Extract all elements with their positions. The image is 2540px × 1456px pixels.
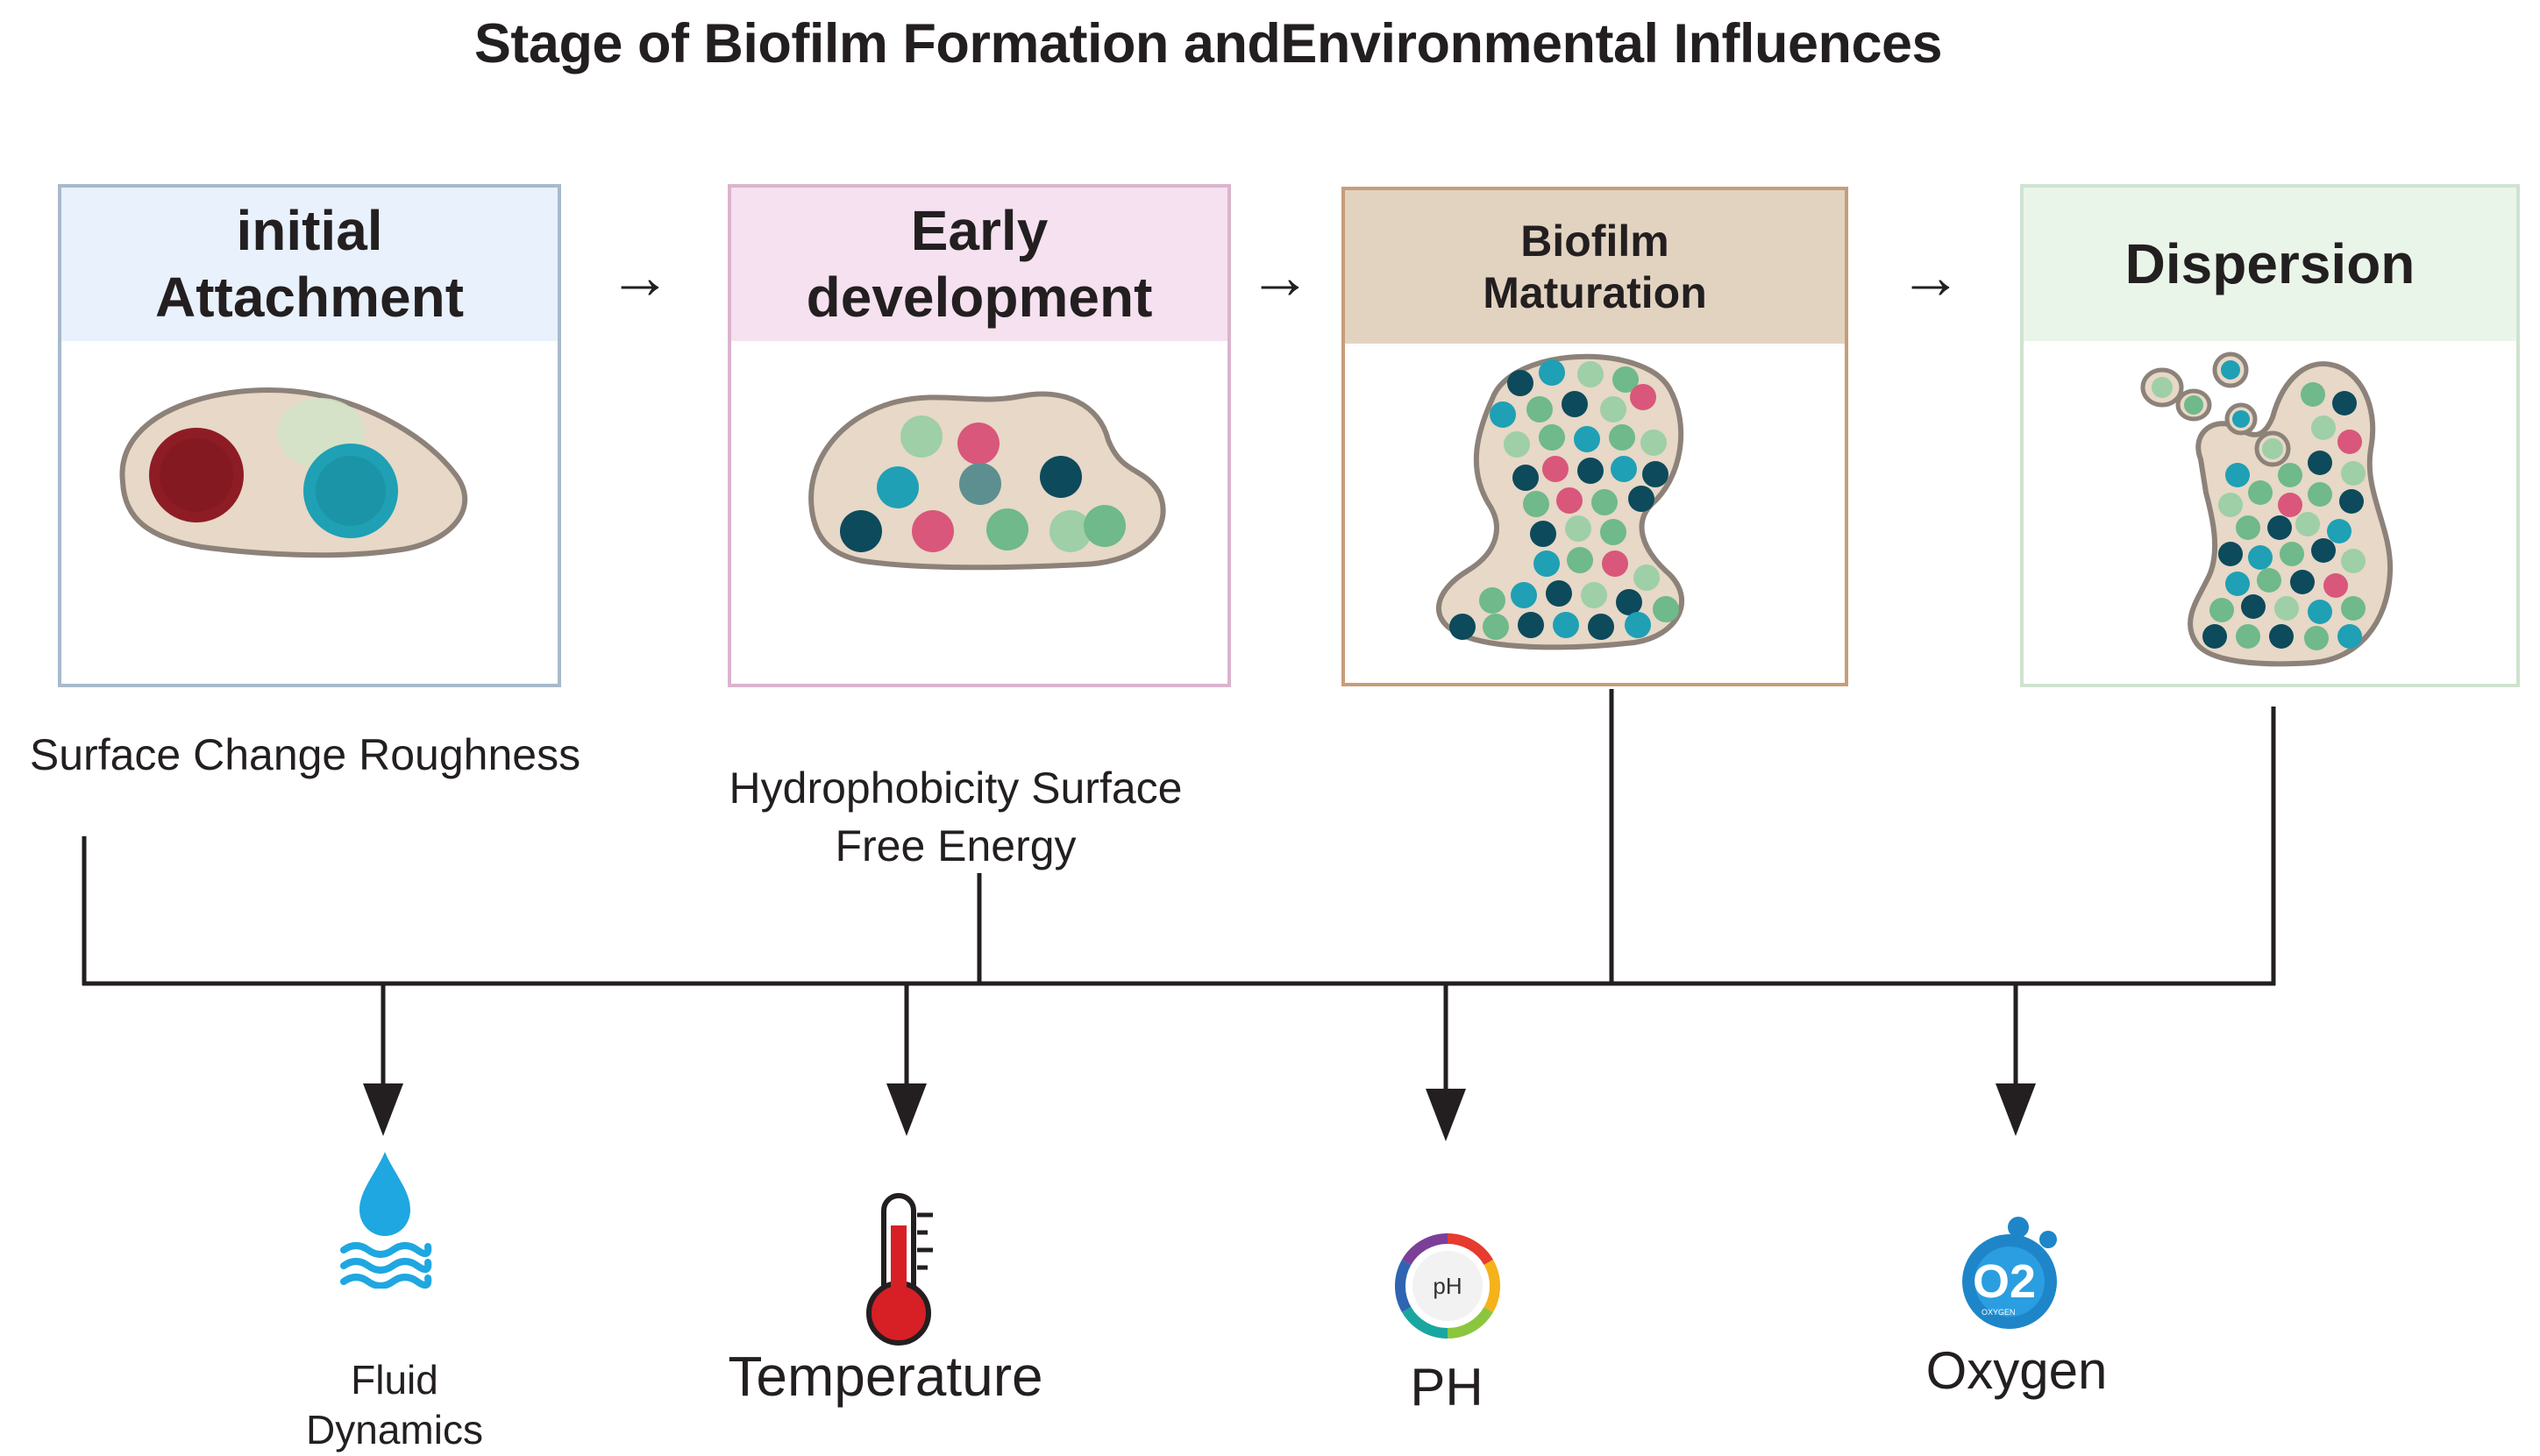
svg-text:pH: pH [1433,1273,1462,1299]
svg-text:O2: O2 [1973,1255,2036,1308]
stage-label: Dispersion [2124,231,2415,295]
stage-label: initial Attachment [154,198,465,329]
stage-dispersion: Dispersion [2020,184,2520,687]
diagram-title: Stage of Biofilm Formation andEnvironmen… [473,13,1943,75]
arrow-head-fluid [363,1083,403,1136]
water-drop-waves-icon [340,1152,432,1289]
stage-label: Early development [806,198,1153,329]
stage-header: Dispersion [2024,188,2516,344]
factor-label-oxygen: Oxygen [1925,1341,2108,1400]
stage-illustration [2024,344,2516,684]
factor-label-fluid-dynamics: Fluid Dynamics [306,1356,483,1453]
factor-label-temperature: Temperature [728,1345,1043,1408]
stage-label: Biofilm Maturation [1483,216,1707,317]
svg-text:OXYGEN: OXYGEN [1981,1308,2016,1317]
arrow-head-temperature [886,1083,927,1136]
flow-arrow-2: → [1249,242,1312,312]
flow-arrow-1: → [608,242,672,312]
arrow-head-ph [1426,1089,1466,1141]
stage-illustration [731,344,1227,684]
stage-illustration [61,344,558,684]
stage-biofilm-maturation: Biofilm Maturation [1341,187,1848,686]
arrow-head-oxygen [1996,1083,2036,1136]
stage-illustration [1345,346,1845,683]
early-development-illustration [808,391,1166,571]
factor-label-ph: PH [1410,1358,1483,1417]
ph-scale-icon: pH [1394,1232,1501,1339]
stage-initial-attachment: initial Attachment [58,184,561,687]
influence-hydrophobicity: Hydrophobicity Surface Free Energy [729,764,1183,870]
thermometer-icon [866,1193,933,1346]
influence-surface-roughness: Surface Change Roughness [29,730,581,779]
stage-header: Biofilm Maturation [1345,190,1845,346]
stage-early-development: Early development [728,184,1231,687]
dispersion-illustration [2140,352,2394,667]
mature-biofilm-illustration [1436,353,1685,650]
stage-header: Early development [731,188,1227,344]
stage-header: initial Attachment [61,188,558,344]
flow-arrow-3: → [1899,242,1962,312]
oxygen-o2-icon: O2 OXYGEN [1962,1217,2057,1329]
attachment-cells-illustration [119,387,468,558]
